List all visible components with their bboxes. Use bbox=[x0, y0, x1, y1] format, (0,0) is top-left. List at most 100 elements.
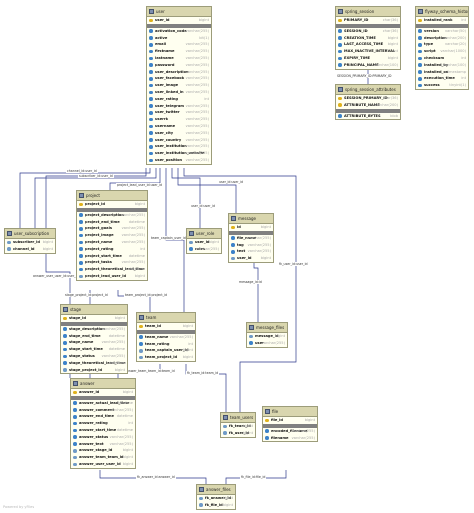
column-row[interactable]: SESSION_IDchar(36) bbox=[336, 28, 400, 35]
column-row[interactable]: usernamevarchar(255) bbox=[147, 123, 211, 130]
column-row[interactable]: project_namevarchar(255) bbox=[77, 239, 147, 246]
column-row[interactable]: rolesvarchar(255) bbox=[187, 246, 221, 253]
column-row[interactable]: answer_textvarchar(255) bbox=[71, 441, 135, 448]
column-row[interactable]: team_ratingint bbox=[137, 341, 195, 348]
column-row[interactable]: answer_team_team_idbigint bbox=[71, 454, 135, 461]
table-user-subscription[interactable]: user_subscriptionsubscriber_idbigintchan… bbox=[4, 228, 56, 254]
column-row[interactable]: installed_byvarchar(100) bbox=[416, 62, 468, 69]
column-row[interactable]: project_descriptionvarchar(255) bbox=[77, 212, 147, 219]
column-row[interactable]: lastnamevarchar(255) bbox=[147, 55, 211, 62]
table-spring-session-attributes[interactable]: spring_session_attributesSESSION_PRIMARY… bbox=[335, 84, 401, 121]
column-row[interactable]: answer_statusvarchar(255) bbox=[71, 434, 135, 441]
column-row[interactable]: stage_idbigint bbox=[61, 315, 127, 322]
column-row[interactable]: team_project_idbigint bbox=[137, 354, 195, 361]
column-row[interactable]: fk_user_idbigint bbox=[221, 430, 255, 437]
column-row[interactable]: answer_user_user_idbigint bbox=[71, 461, 135, 468]
column-row[interactable]: message_idbigint bbox=[247, 333, 287, 340]
column-row[interactable]: descriptionvarchar(200) bbox=[416, 35, 468, 42]
column-row[interactable]: emailvarchar(255) bbox=[147, 41, 211, 48]
column-row[interactable]: project_theoretical_lead_timedatetime bbox=[77, 266, 147, 273]
column-row[interactable]: team_namevarchar(255) bbox=[137, 334, 195, 341]
column-row[interactable]: user_facebookvarchar(255) bbox=[147, 75, 211, 82]
column-row[interactable]: versionvarchar(50) bbox=[416, 28, 468, 35]
column-row[interactable]: stage_end_timedatetime bbox=[61, 333, 127, 340]
table-team[interactable]: teamteam_idbigintteam_namevarchar(255)te… bbox=[136, 312, 196, 362]
column-row[interactable]: user_idbigint bbox=[229, 255, 273, 262]
column-row[interactable]: stage_theoretical_lead_timedatetime bbox=[61, 360, 127, 367]
column-row[interactable]: answer_ratingint bbox=[71, 420, 135, 427]
column-row[interactable]: LAST_ACCESS_TIMEbigint bbox=[336, 41, 400, 48]
column-row[interactable]: fk_answer_idbigint bbox=[197, 495, 235, 502]
column-row[interactable]: activation_codevarchar(255) bbox=[147, 28, 211, 35]
column-row[interactable]: PRINCIPAL_NAMEvarchar(100) bbox=[336, 62, 400, 69]
column-row[interactable]: user_imagevarchar(255) bbox=[147, 82, 211, 89]
column-row[interactable]: file_namevarchar(255) bbox=[229, 235, 273, 242]
column-row[interactable]: user_cityvarchar(255) bbox=[147, 130, 211, 137]
column-row[interactable]: team_idbigint bbox=[137, 323, 195, 330]
column-row[interactable]: answer_idbigint bbox=[71, 389, 135, 396]
column-row[interactable]: subscriber_idbigint bbox=[5, 239, 55, 246]
column-row[interactable]: execution_timeint bbox=[416, 75, 468, 82]
column-row[interactable]: PRIMARY_IDchar(36) bbox=[336, 17, 400, 24]
column-row[interactable]: textvarchar(255) bbox=[229, 248, 273, 255]
column-row[interactable]: idbigint bbox=[229, 224, 273, 231]
table-message[interactable]: messageidbigintfile_namevarchar(255)tagv… bbox=[228, 213, 274, 263]
column-row[interactable]: user_ratingint bbox=[147, 96, 211, 103]
column-row[interactable]: user_idbigint bbox=[187, 239, 221, 246]
column-row[interactable]: project_imagevarchar(255) bbox=[77, 232, 147, 239]
column-row[interactable]: answer_actual_lead_timedatetime bbox=[71, 400, 135, 407]
table-file[interactable]: filefile_idbigintencoded_filenamevarchar… bbox=[262, 406, 318, 443]
column-row[interactable]: MAX_INACTIVE_INTERVALint bbox=[336, 48, 400, 55]
column-row[interactable]: checksumint bbox=[416, 55, 468, 62]
column-row[interactable]: team_captain_user_idbigint bbox=[137, 347, 195, 354]
column-row[interactable]: ATTRIBUTE_BYTESblob bbox=[336, 113, 400, 120]
table-team-users[interactable]: team_usersfk_team_idbigintfk_user_idbigi… bbox=[220, 412, 256, 438]
column-row[interactable]: user_descriptionvarchar(255) bbox=[147, 69, 211, 76]
column-row[interactable]: tagvarchar(255) bbox=[229, 242, 273, 249]
column-row[interactable]: CREATION_TIMEbigint bbox=[336, 35, 400, 42]
column-row[interactable]: stage_project_idbigint bbox=[61, 367, 127, 374]
column-row[interactable]: successtinyint(1) bbox=[416, 82, 468, 89]
table-message-files[interactable]: message_filesmessage_idbigintuservarchar… bbox=[246, 322, 288, 348]
column-row[interactable]: user_idbigint bbox=[147, 17, 211, 24]
column-row[interactable]: stage_namevarchar(255) bbox=[61, 339, 127, 346]
column-row[interactable]: encoded_filenamevarchar(255) bbox=[263, 428, 317, 435]
column-row[interactable]: stage_statusvarchar(255) bbox=[61, 353, 127, 360]
column-row[interactable]: scriptvarchar(1000) bbox=[416, 48, 468, 55]
column-row[interactable]: project_start_timedatetime bbox=[77, 253, 147, 260]
column-row[interactable]: user_institution_websitevarchar(255) bbox=[147, 150, 211, 157]
table-project[interactable]: projectproject_idbigintproject_descripti… bbox=[76, 190, 148, 281]
table-user[interactable]: useruser_idbigintactivation_codevarchar(… bbox=[146, 6, 212, 165]
column-row[interactable]: user_countryvarchar(255) bbox=[147, 137, 211, 144]
column-row[interactable]: uservarchar(255) bbox=[247, 340, 287, 347]
column-row[interactable]: firstnamevarchar(255) bbox=[147, 48, 211, 55]
column-row[interactable]: user_positionvarchar(255) bbox=[147, 157, 211, 164]
column-row[interactable]: fk_team_idbigint bbox=[221, 423, 255, 430]
column-row[interactable]: project_idbigint bbox=[77, 201, 147, 208]
table-stage[interactable]: stagestage_idbigintstage_descriptionvarc… bbox=[60, 304, 128, 375]
column-row[interactable]: stage_start_timedatetime bbox=[61, 346, 127, 353]
column-row[interactable]: installed_rankint bbox=[416, 17, 468, 24]
column-row[interactable]: channel_idbigint bbox=[5, 246, 55, 253]
column-row[interactable]: answer_stage_idbigint bbox=[71, 447, 135, 454]
column-row[interactable]: answer_start_timedatetime bbox=[71, 427, 135, 434]
column-row[interactable]: user_twittervarchar(255) bbox=[147, 109, 211, 116]
column-row[interactable]: SESSION_PRIMARY_IDchar(36) bbox=[336, 95, 400, 102]
column-row[interactable]: user_linked_invarchar(255) bbox=[147, 89, 211, 96]
column-row[interactable]: installed_ontimestamp bbox=[416, 69, 468, 76]
column-row[interactable]: file_idbigint bbox=[263, 417, 317, 424]
table-answer-files[interactable]: answer_filesfk_answer_idbigintfk_file_id… bbox=[196, 484, 236, 510]
column-row[interactable]: answer_end_timedatetime bbox=[71, 413, 135, 420]
column-row[interactable]: filenamevarchar(255) bbox=[263, 435, 317, 442]
column-row[interactable]: fk_file_idbigint bbox=[197, 502, 235, 509]
table-spring-session[interactable]: spring_sessionPRIMARY_IDchar(36)SESSION_… bbox=[335, 6, 401, 70]
column-row[interactable]: typevarchar(20) bbox=[416, 41, 468, 48]
column-row[interactable]: user_institutionvarchar(255) bbox=[147, 143, 211, 150]
column-row[interactable]: userrkvarchar(255) bbox=[147, 116, 211, 123]
table-flyway-schema-history[interactable]: flyway_schema_historyinstalled_rankintve… bbox=[415, 6, 469, 90]
column-row[interactable]: answer_commentvarchar(255) bbox=[71, 407, 135, 414]
table-user-role[interactable]: user_roleuser_idbigintrolesvarchar(255) bbox=[186, 228, 222, 254]
column-row[interactable]: project_tasksvarchar(255) bbox=[77, 259, 147, 266]
table-answer[interactable]: answeranswer_idbigintanswer_actual_lead_… bbox=[70, 378, 136, 469]
column-row[interactable]: activebit(1) bbox=[147, 35, 211, 42]
